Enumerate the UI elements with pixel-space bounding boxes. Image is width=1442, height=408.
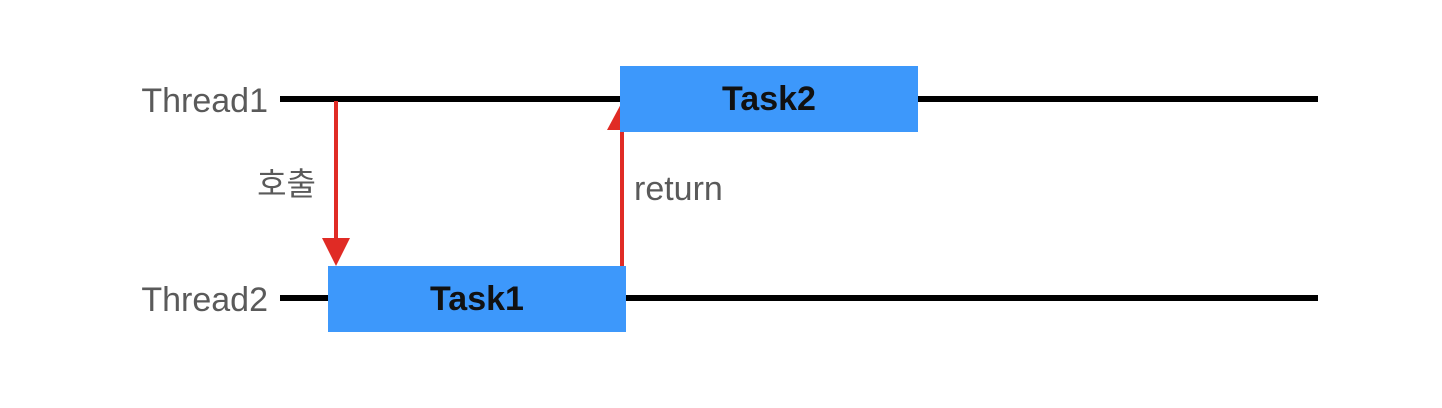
thread1-label: Thread1 — [141, 82, 268, 120]
task1-box: Task1 — [328, 266, 626, 332]
call-label: 호출 — [257, 165, 316, 203]
thread2-label: Thread2 — [141, 281, 268, 319]
task2-label: Task2 — [722, 79, 816, 118]
task2-box: Task2 — [620, 66, 918, 132]
call-arrow — [322, 101, 350, 266]
return-label: return — [634, 170, 723, 208]
task1-label: Task1 — [430, 279, 524, 318]
